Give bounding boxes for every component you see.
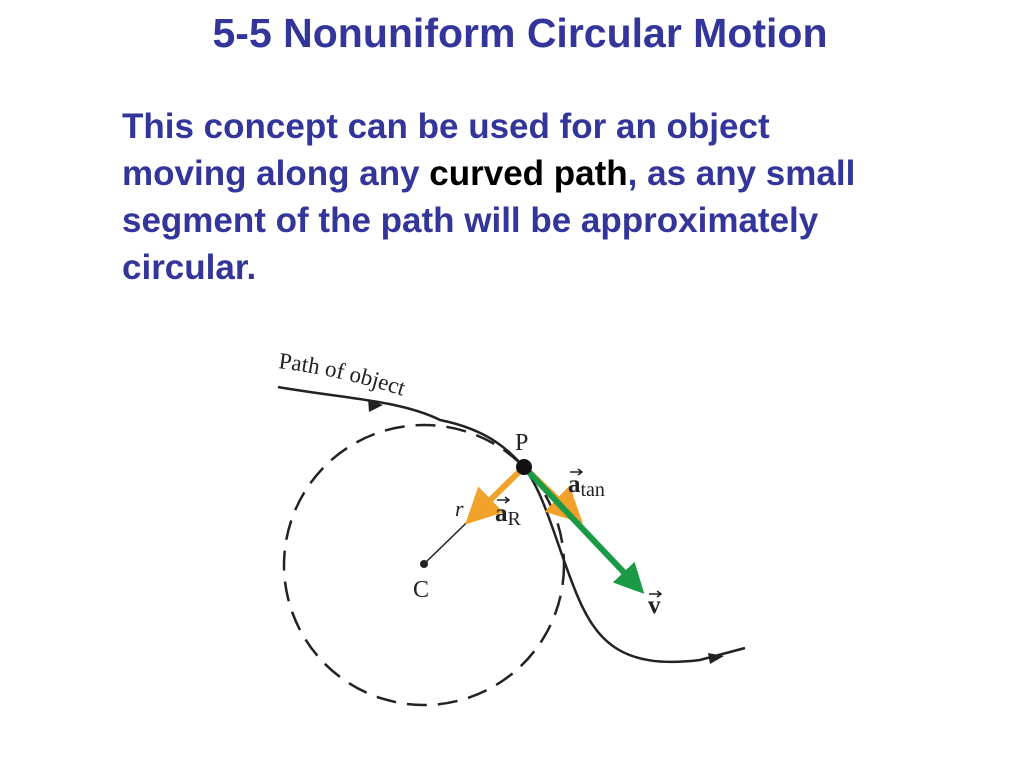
body-text-part-1: This concept can be used for an object m… [122,107,770,193]
velocity-arrow [521,464,645,594]
slide-body-text: This concept can be used for an object m… [122,103,882,291]
radial-acceleration-vector-mark [497,496,511,504]
tangential-acceleration-subscript: tan [581,479,605,501]
path-label: Path of object [277,348,409,401]
body-text-part-2: , as any small segment of the path will … [122,154,856,287]
point-p-label: P [515,430,528,456]
tangential-acceleration-label: atan [568,471,605,501]
circular-motion-diagram: Path of object P C r aR atan v [277,348,746,707]
radial-acceleration-arrow [465,464,527,525]
path-direction-arrow-2 [708,653,724,664]
point-p [516,459,532,475]
center-c-label: C [413,577,429,603]
radial-acceleration-symbol: a [495,500,508,527]
radial-acceleration-label: aR [495,500,522,530]
velocity-vector-mark [649,590,663,598]
radial-acceleration-subscript: R [508,508,522,530]
slide-title: 5-5 Nonuniform Circular Motion [212,10,828,56]
radius-label: r [455,496,464,521]
tangential-acceleration-vector-mark [570,468,584,476]
tangential-acceleration-symbol: a [568,471,581,498]
velocity-label: v [648,592,661,619]
path-direction-arrow-1 [368,399,383,412]
osculating-circle [282,423,566,707]
body-text-highlight: curved path [429,154,628,193]
center-point [420,560,428,568]
